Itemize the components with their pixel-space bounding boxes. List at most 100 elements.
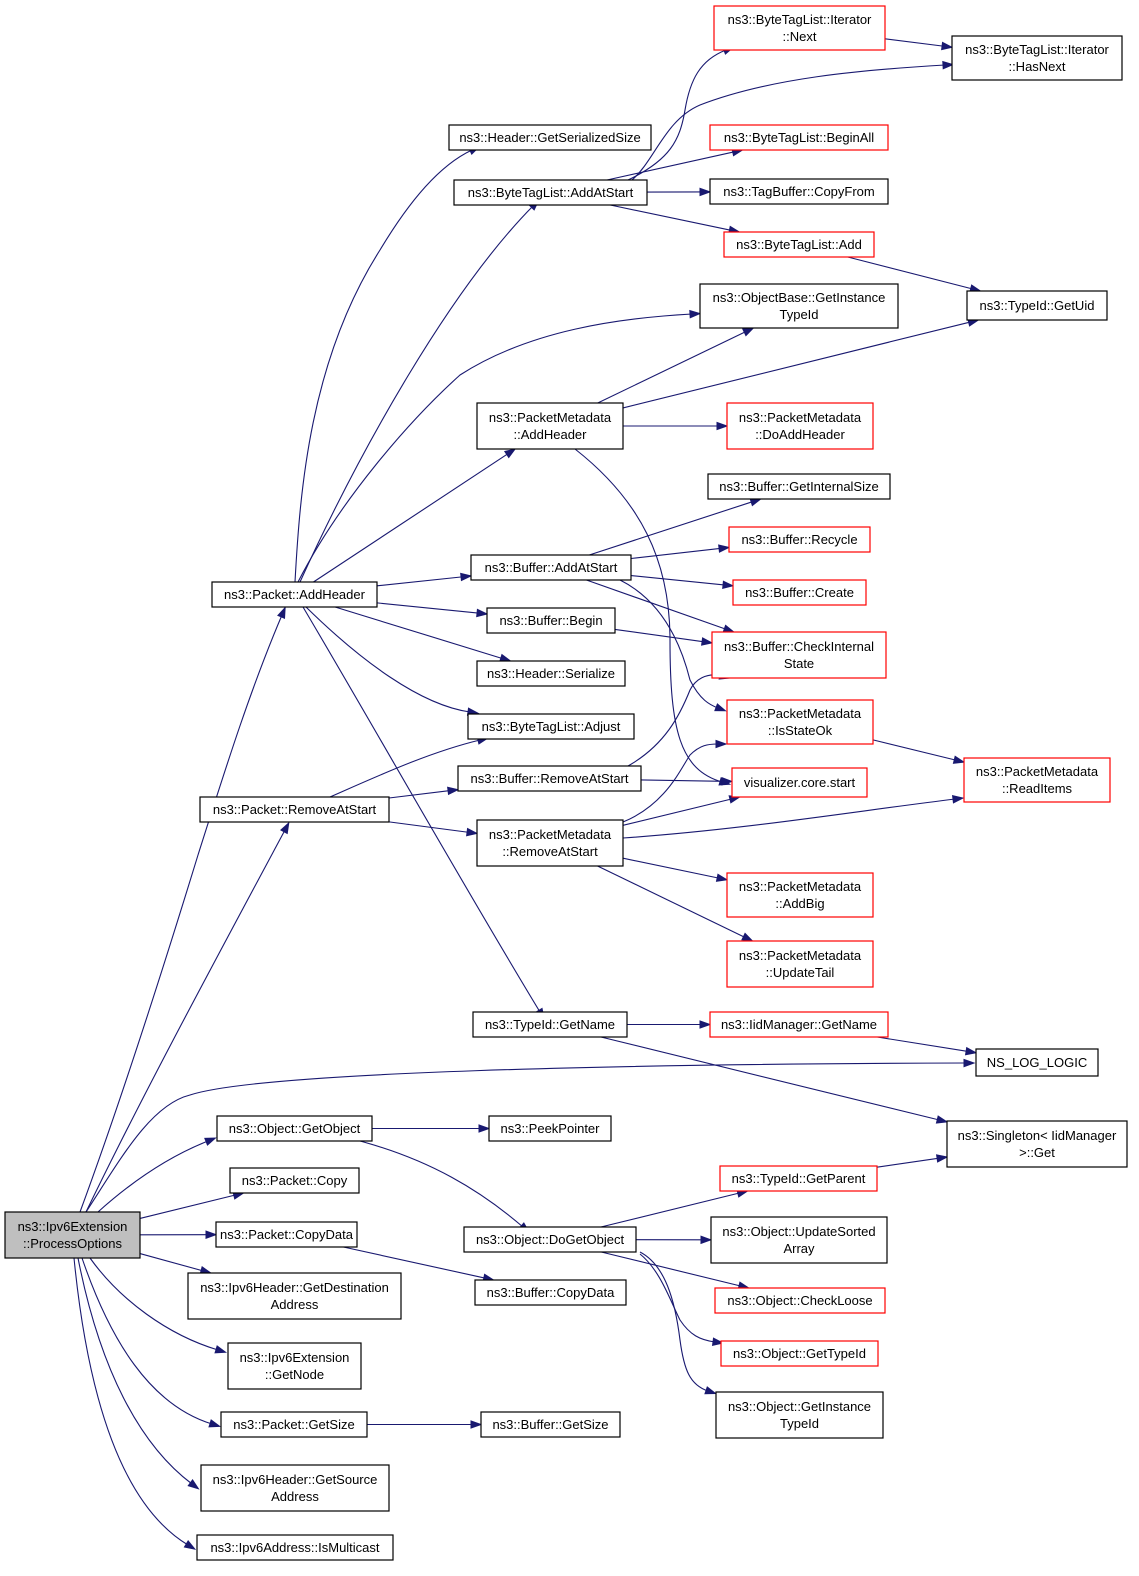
node-obj-checkloose[interactable]: ns3::Object::CheckLoose [714, 1287, 886, 1314]
edge-line [294, 149, 473, 583]
node-viz-start[interactable]: visualizer.core.start [731, 767, 868, 798]
edge-arrowhead [942, 60, 955, 70]
node-pm-addbig[interactable]: ns3::PacketMetadata::AddBig [726, 872, 874, 918]
node-box [946, 1120, 1128, 1168]
node-root[interactable]: ns3::Ipv6Extension::ProcessOptions [4, 1211, 141, 1259]
node-buf-getinternalsize[interactable]: ns3::Buffer::GetInternalSize [707, 473, 891, 500]
node-obj-gettypeid[interactable]: ns3::Object::GetTypeId [720, 1340, 879, 1367]
edge-line [89, 1257, 219, 1351]
edge-line [77, 1257, 193, 1485]
node-btl-adjust[interactable]: ns3::ByteTagList::Adjust [467, 713, 635, 740]
node-label: TypeId [779, 307, 818, 322]
edge-arrowhead [714, 703, 727, 712]
node-buf-recycle[interactable]: ns3::Buffer::Recycle [728, 526, 871, 553]
edge-arrowhead [721, 776, 734, 786]
edge-pkt_removeatstart-to-buf_removeatstart [388, 786, 460, 799]
node-box [211, 581, 378, 608]
edge-root-to-pkt_addheader [79, 606, 286, 1213]
node-pm-updatetail[interactable]: ns3::PacketMetadata::UpdateTail [726, 940, 874, 988]
node-buf-copydata[interactable]: ns3::Buffer::CopyData [474, 1279, 627, 1306]
edge-line [619, 579, 719, 709]
node-pm-removeatstart[interactable]: ns3::PacketMetadata::RemoveAtStart [476, 819, 624, 867]
edge-pm_isstateok-to-pm_readitems [872, 739, 966, 764]
edge-line [85, 1062, 967, 1213]
node-label: ns3::Packet::CopyData [220, 1227, 354, 1242]
node-pkt-copydata[interactable]: ns3::Packet::CopyData [215, 1221, 358, 1248]
node-box [200, 1464, 390, 1512]
edge-buf_addatstart-to-buf_checkinternal [586, 579, 736, 633]
node-pkt-removeatstart[interactable]: ns3::Packet::RemoveAtStart [199, 796, 390, 823]
node-ipv6addr-ismc[interactable]: ns3::Ipv6Address::IsMulticast [196, 1534, 394, 1561]
edge-pkt_addheader-to-buf_begin [376, 602, 489, 618]
node-peekpointer[interactable]: ns3::PeekPointer [488, 1115, 612, 1142]
node-btl-addatstart[interactable]: ns3::ByteTagList::AddAtStart [453, 179, 648, 206]
node-box [714, 1287, 886, 1314]
node-typeid-getuid[interactable]: ns3::TypeId::GetUid [966, 290, 1108, 321]
node-ns-log-logic[interactable]: NS_LOG_LOGIC [975, 1048, 1099, 1077]
node-btli-hasnext[interactable]: ns3::ByteTagList::Iterator::HasNext [951, 35, 1123, 81]
node-box [975, 1048, 1099, 1077]
node-btl-beginall[interactable]: ns3::ByteTagList::BeginAll [709, 124, 889, 151]
node-btl-add[interactable]: ns3::ByteTagList::Add [723, 231, 875, 258]
node-pkt-addheader[interactable]: ns3::Packet::AddHeader [211, 581, 378, 608]
node-tagbuf-copyfrom[interactable]: ns3::TagBuffer::CopyFrom [709, 178, 889, 205]
node-typeid-getname[interactable]: ns3::TypeId::GetName [472, 1011, 628, 1038]
node-obj-dogetobject[interactable]: ns3::Object::DoGetObject [463, 1226, 637, 1253]
node-ipv6ext-getnode[interactable]: ns3::Ipv6Extension::GetNode [227, 1342, 362, 1390]
edge-line [334, 606, 502, 659]
node-box [709, 124, 889, 151]
node-label: ns3::Buffer::AddAtStart [485, 560, 618, 575]
edge-pm_removeatstart-to-pm_readitems [622, 795, 965, 839]
node-label: ns3::Object::GetTypeId [733, 1346, 866, 1361]
node-label: ns3::ByteTagList::Adjust [482, 719, 621, 734]
node-label: ns3::ByteTagList::Iterator [965, 42, 1109, 57]
node-box [963, 757, 1111, 803]
edge-btl_add-to-typeid_getuid [847, 256, 982, 293]
node-buf-addatstart[interactable]: ns3::Buffer::AddAtStart [470, 554, 632, 581]
node-pm-readitems[interactable]: ns3::PacketMetadata::ReadItems [963, 757, 1111, 803]
node-pkt-getsize[interactable]: ns3::Packet::GetSize [220, 1411, 368, 1438]
node-iidmgr-getname[interactable]: ns3::IidManager::GetName [709, 1011, 889, 1038]
node-typeid-getparent[interactable]: ns3::TypeId::GetParent [719, 1165, 878, 1192]
edge-arrowhead [716, 421, 729, 431]
edge-pm_removeatstart-to-pm_addbig [622, 857, 729, 882]
edge-obj_dogetobject-to-obj_gettypeid [639, 1253, 725, 1346]
node-pkt-copy[interactable]: ns3::Packet::Copy [229, 1167, 360, 1194]
node-buf-removeatstart[interactable]: ns3::Buffer::RemoveAtStart [457, 765, 642, 792]
node-btli-next[interactable]: ns3::ByteTagList::Iterator::Next [713, 5, 886, 51]
edge-arrowhead [476, 608, 489, 618]
node-singleton-get[interactable]: ns3::Singleton< IidManager>::Get [946, 1120, 1128, 1168]
edge-line [302, 606, 541, 1013]
edge-arrowhead [742, 327, 755, 337]
edge-btl_addatstart-to-btli_next [627, 46, 735, 181]
edge-arrowhead [447, 786, 460, 796]
edge-line [630, 575, 725, 586]
edge-line [877, 1036, 968, 1052]
node-box [723, 231, 875, 258]
edges-layer [73, 38, 982, 1550]
node-pm-doaddheader[interactable]: ns3::PacketMetadata::DoAddHeader [726, 402, 874, 450]
node-buf-create[interactable]: ns3::Buffer::Create [732, 579, 867, 606]
node-pm-isstateok[interactable]: ns3::PacketMetadata::IsStateOk [726, 699, 874, 745]
edge-arrowhead [935, 1115, 949, 1124]
node-obj-getobject[interactable]: ns3::Object::GetObject [216, 1115, 373, 1142]
edge-line [586, 579, 726, 630]
edge-line [376, 602, 479, 614]
node-label: ns3::Buffer::CopyData [487, 1285, 615, 1300]
edge-arrowhead [749, 498, 763, 507]
edge-arrowhead [204, 1137, 217, 1146]
node-hdr-getsersize[interactable]: ns3::Header::GetSerializedSize [448, 124, 652, 151]
node-pm-addheader[interactable]: ns3::PacketMetadata::AddHeader [476, 402, 624, 450]
node-box [457, 765, 642, 792]
node-buf-getsize[interactable]: ns3::Buffer::GetSize [480, 1411, 621, 1438]
node-hdr-serialize[interactable]: ns3::Header::Serialize [476, 660, 626, 687]
node-buf-begin[interactable]: ns3::Buffer::Begin [486, 607, 616, 634]
edge-arrowhead [700, 1235, 713, 1245]
node-box [476, 402, 624, 450]
